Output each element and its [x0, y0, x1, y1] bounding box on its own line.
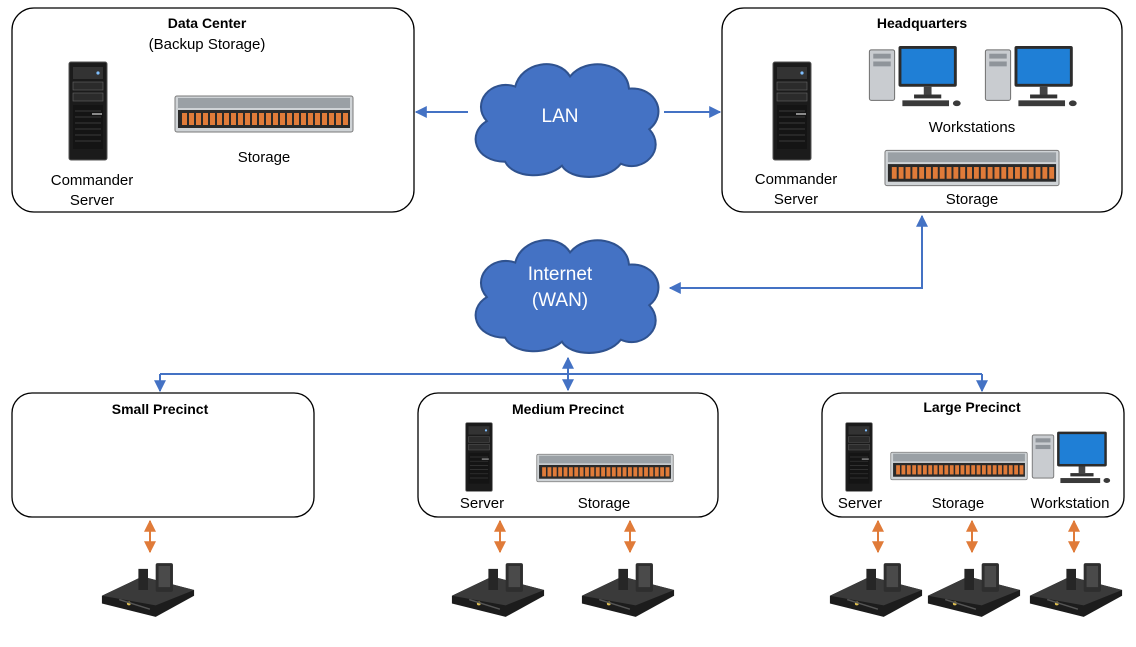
commander-server-icon — [68, 61, 108, 161]
medium-storage-label: Storage — [578, 495, 631, 512]
storage-icon — [174, 95, 354, 133]
headquarters-title: Headquarters — [877, 15, 967, 31]
hq-server-label-2: Server — [774, 191, 818, 208]
hq-storage-label: Storage — [946, 191, 999, 208]
link-wan-hq — [668, 214, 928, 294]
storage-icon — [890, 451, 1028, 481]
hq-workstations-label: Workstations — [929, 119, 1015, 136]
dc-storage-label: Storage — [238, 149, 291, 166]
dc-server-label-1: Commander — [51, 172, 134, 189]
data-center-title: Data Center — [168, 15, 247, 31]
docking-station-icon — [829, 562, 923, 618]
large-precinct-title: Large Precinct — [923, 399, 1021, 415]
server-icon — [465, 422, 493, 492]
wan-label: (WAN) — [532, 290, 588, 311]
hq-server-label-1: Commander — [755, 171, 838, 188]
commander-server-icon — [772, 61, 812, 161]
large-storage-label: Storage — [932, 495, 985, 512]
storage-icon — [536, 453, 674, 483]
dc-server-label-2: Server — [70, 192, 114, 209]
lan-label: LAN — [542, 106, 579, 127]
small-precinct-box — [11, 392, 315, 518]
docking-station-icon — [451, 562, 545, 618]
large-workstation-label: Workstation — [1031, 495, 1110, 512]
docking-station-icon — [101, 562, 195, 618]
medium-precinct-title: Medium Precinct — [512, 401, 624, 417]
storage-icon — [884, 149, 1060, 187]
server-icon — [845, 422, 873, 492]
docking-station-icon — [1029, 562, 1123, 618]
small-precinct-title: Small Precinct — [112, 401, 209, 417]
docking-station-icon — [581, 562, 675, 618]
docking-station-icon — [927, 562, 1021, 618]
large-server-label: Server — [838, 495, 882, 512]
internet-label: Internet — [528, 264, 593, 285]
data-center-subtitle: (Backup Storage) — [149, 36, 266, 53]
medium-server-label: Server — [460, 495, 504, 512]
